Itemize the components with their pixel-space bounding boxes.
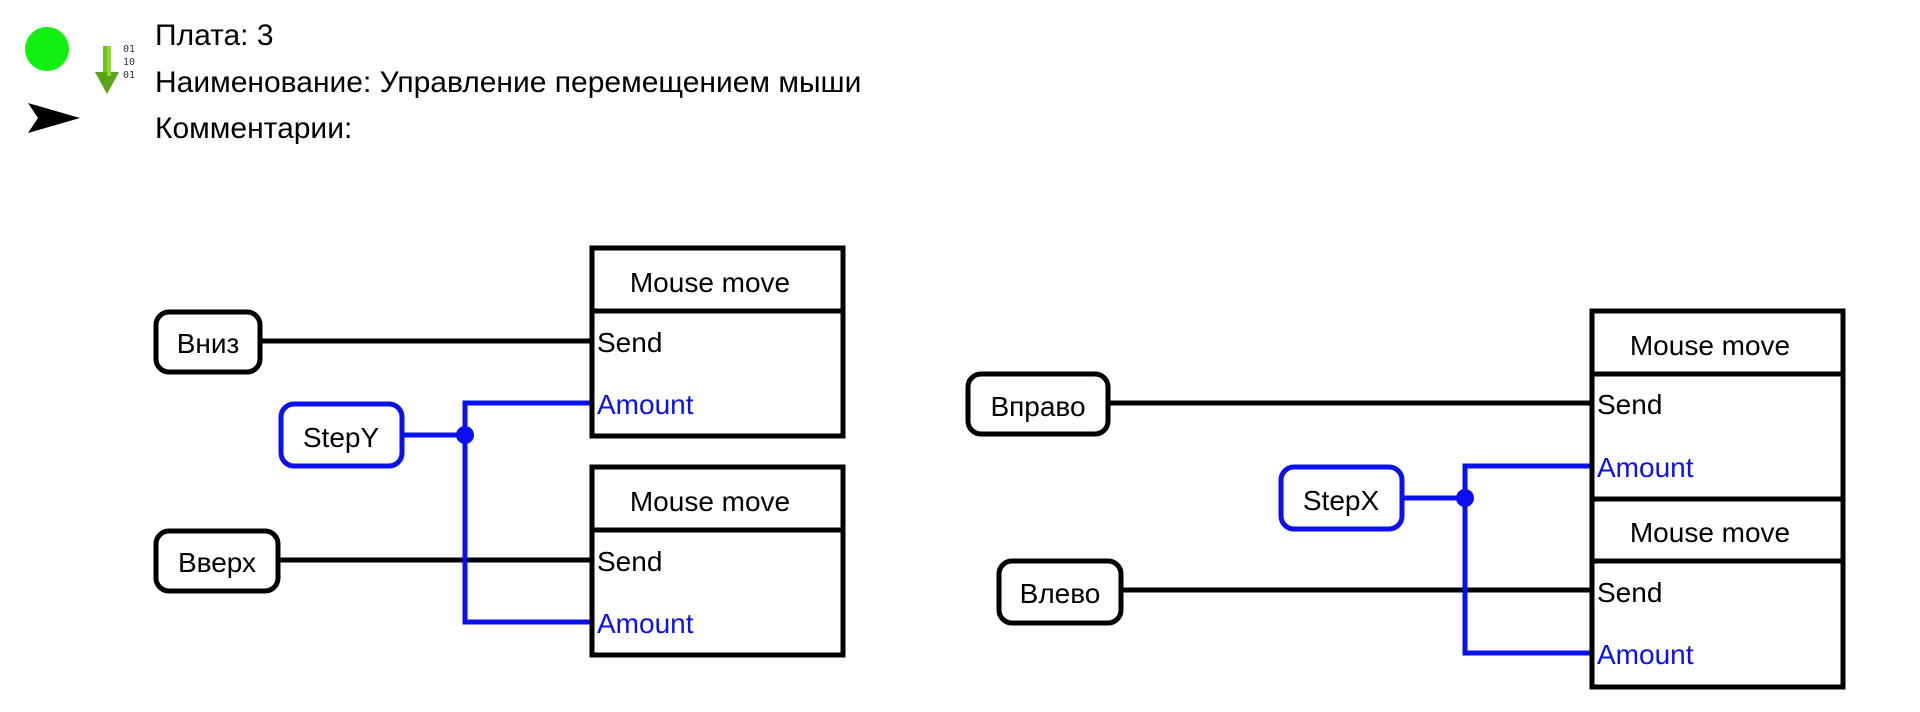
svg-text:01: 01 bbox=[123, 70, 135, 81]
board-label: Плата: bbox=[155, 19, 249, 52]
comments-line: Комментарии: bbox=[155, 111, 352, 147]
input-node-right-label: Вправо bbox=[990, 391, 1085, 422]
wire-junction-y bbox=[456, 426, 474, 444]
block-port-amount: Amount bbox=[1597, 639, 1694, 670]
mouse-move-block[interactable]: Mouse move Send Amount bbox=[589, 464, 846, 658]
input-node-down-label: Вниз bbox=[177, 328, 240, 359]
block-title: Mouse move bbox=[1630, 517, 1790, 548]
block-port-amount: Amount bbox=[597, 389, 694, 420]
comments-label: Комментарии: bbox=[155, 112, 353, 145]
name-value: Управление перемещением мыши bbox=[379, 66, 862, 99]
block-port-send: Send bbox=[597, 327, 662, 358]
sheet-header: 01 10 01 Плата: 3 Наименование: Управлен… bbox=[0, 0, 1000, 160]
input-node-up[interactable]: Вверх bbox=[153, 528, 281, 594]
input-node-left-label: Влево bbox=[1020, 578, 1101, 609]
status-indicator-icon bbox=[25, 27, 69, 71]
wire-stepx-amount bbox=[1462, 463, 1592, 656]
input-node-left[interactable]: Влево bbox=[996, 558, 1124, 626]
arrow-right-icon[interactable] bbox=[28, 100, 80, 136]
name-label: Наименование: bbox=[155, 66, 372, 99]
block-title: Mouse move bbox=[630, 486, 790, 517]
input-node-down[interactable]: Вниз bbox=[153, 309, 263, 375]
svg-text:10: 10 bbox=[123, 57, 135, 68]
input-node-stepx-label: StepX bbox=[1303, 485, 1380, 516]
wire-stepy-amount bbox=[462, 400, 592, 625]
block-title: Mouse move bbox=[630, 267, 790, 298]
input-node-stepx[interactable]: StepX bbox=[1278, 464, 1405, 532]
block-port-send: Send bbox=[597, 546, 662, 577]
svg-text:01: 01 bbox=[123, 44, 135, 55]
input-node-stepy[interactable]: StepY bbox=[278, 401, 405, 469]
block-title: Mouse move bbox=[1630, 330, 1790, 361]
input-node-right[interactable]: Вправо bbox=[965, 371, 1111, 437]
mouse-move-block[interactable]: Mouse move Send Amount bbox=[1589, 308, 1846, 502]
input-node-up-label: Вверх bbox=[178, 547, 256, 578]
mouse-move-block[interactable]: Mouse move Send Amount bbox=[589, 245, 846, 439]
block-port-amount: Amount bbox=[597, 608, 694, 639]
download-binary-icon[interactable]: 01 10 01 bbox=[93, 40, 145, 100]
mouse-move-block[interactable]: Mouse move Send Amount bbox=[1589, 496, 1846, 690]
wire-junction-x bbox=[1456, 489, 1474, 507]
board-value: 3 bbox=[256, 19, 274, 52]
block-port-amount: Amount bbox=[1597, 452, 1694, 483]
block-port-send: Send bbox=[1597, 577, 1662, 608]
block-port-send: Send bbox=[1597, 389, 1662, 420]
name-line: Наименование: Управление перемещением мы… bbox=[155, 65, 861, 101]
input-node-stepy-label: StepY bbox=[303, 422, 380, 453]
board-line: Плата: 3 bbox=[155, 18, 274, 54]
